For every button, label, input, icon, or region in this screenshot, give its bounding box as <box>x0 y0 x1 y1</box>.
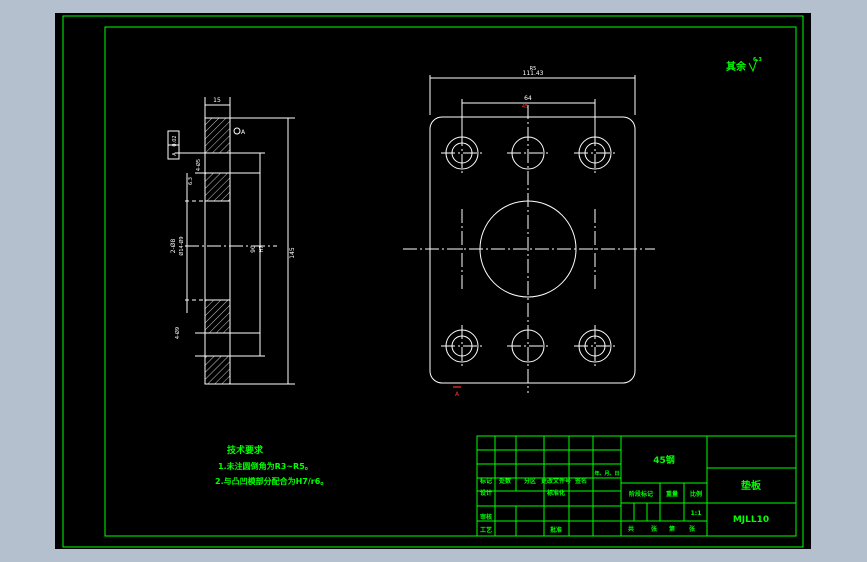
drawing-canvas: 15 145 90 H7 0.02 A A 4-Ø5 6.3 2-Ø8 Ø14-… <box>62 15 804 548</box>
section-mark-label: A <box>455 391 460 398</box>
tb-process: 工艺 <box>480 526 492 534</box>
datum-letter: A <box>172 152 178 156</box>
datum-flatness: 0.02 <box>172 135 178 146</box>
hatch-top <box>204 117 231 154</box>
dim-hole-spacing: 64 <box>524 95 532 102</box>
datum-circle <box>233 127 241 135</box>
roughness-value: 6.3 <box>753 57 762 63</box>
scale-value: 1:1 <box>691 510 702 517</box>
roughness-note: 其余 <box>726 60 747 73</box>
dim-side-height: 145 <box>289 247 296 259</box>
dim-bottom-note: 4-Ø9 <box>174 327 181 339</box>
cad-drawing-viewport[interactable]: 15 145 90 H7 0.02 A A 4-Ø5 6.3 2-Ø8 Ø14-… <box>55 13 811 549</box>
datum-circle-label: A <box>241 129 246 136</box>
dim-side-small: 6.3 <box>188 177 194 185</box>
inner-drawing-frame <box>104 26 797 537</box>
tb-approve: 批准 <box>550 526 562 534</box>
tech-requirement-1: 1.未注圆倒角为R3~R5。 <box>218 461 313 471</box>
tb-page: 第 <box>668 525 675 533</box>
tb-standardize: 标准化 <box>546 489 565 497</box>
dim-side-left-c: Ø14-Ø9 <box>178 236 185 255</box>
tech-requirement-2: 2.与凸凹模部分配合为H7/r6。 <box>215 476 328 486</box>
drawing-number: MJLL10 <box>733 515 769 525</box>
dim-hole-marker: 45 <box>522 104 528 110</box>
title-block <box>476 435 797 537</box>
dim-top-width: 111.43 <box>523 70 544 77</box>
tb-count: 处数 <box>498 477 512 485</box>
dim-side-left-a: 4-Ø5 <box>195 159 202 171</box>
tb-sheet-unit2: 张 <box>689 525 696 533</box>
dim-inner-tol: H7 <box>259 246 265 253</box>
front-view <box>403 75 655 393</box>
outer-sheet-border <box>62 15 804 548</box>
hatch-lower <box>204 299 231 334</box>
tech-requirements-title: 技术要求 <box>227 444 264 456</box>
central-bore <box>479 200 577 298</box>
dim-inner-height: 90 <box>250 245 257 253</box>
tb-zone: 分区 <box>524 477 536 485</box>
part-name: 垫板 <box>741 479 762 492</box>
tb-date: 年、月、日 <box>594 470 619 477</box>
roughness-symbol <box>748 58 758 73</box>
plate-outline <box>429 116 636 384</box>
hatch-bottom <box>204 355 231 385</box>
tb-stage-mark: 阶段标记 <box>629 490 653 498</box>
material-label: 45钢 <box>653 454 675 466</box>
tb-ratio: 比例 <box>690 490 702 498</box>
tb-weight: 重量 <box>666 490 678 498</box>
tb-change-doc: 更改文件号 <box>541 477 571 485</box>
tb-total: 共 <box>628 525 634 533</box>
tb-sheet-unit: 张 <box>651 525 658 533</box>
dim-side-left-b: 2-Ø8 <box>170 239 177 254</box>
dim-side-thickness: 15 <box>213 97 221 104</box>
hatch-upper <box>204 172 231 202</box>
side-outline <box>204 117 231 385</box>
tb-review: 审核 <box>480 513 492 521</box>
dim-top-width-tol: R5 <box>530 66 537 72</box>
title-block-border <box>476 435 797 537</box>
tb-design: 设计 <box>480 489 492 497</box>
side-section-view <box>167 97 295 385</box>
tb-signature: 签名 <box>574 477 587 485</box>
tb-mark: 标记 <box>479 477 492 485</box>
